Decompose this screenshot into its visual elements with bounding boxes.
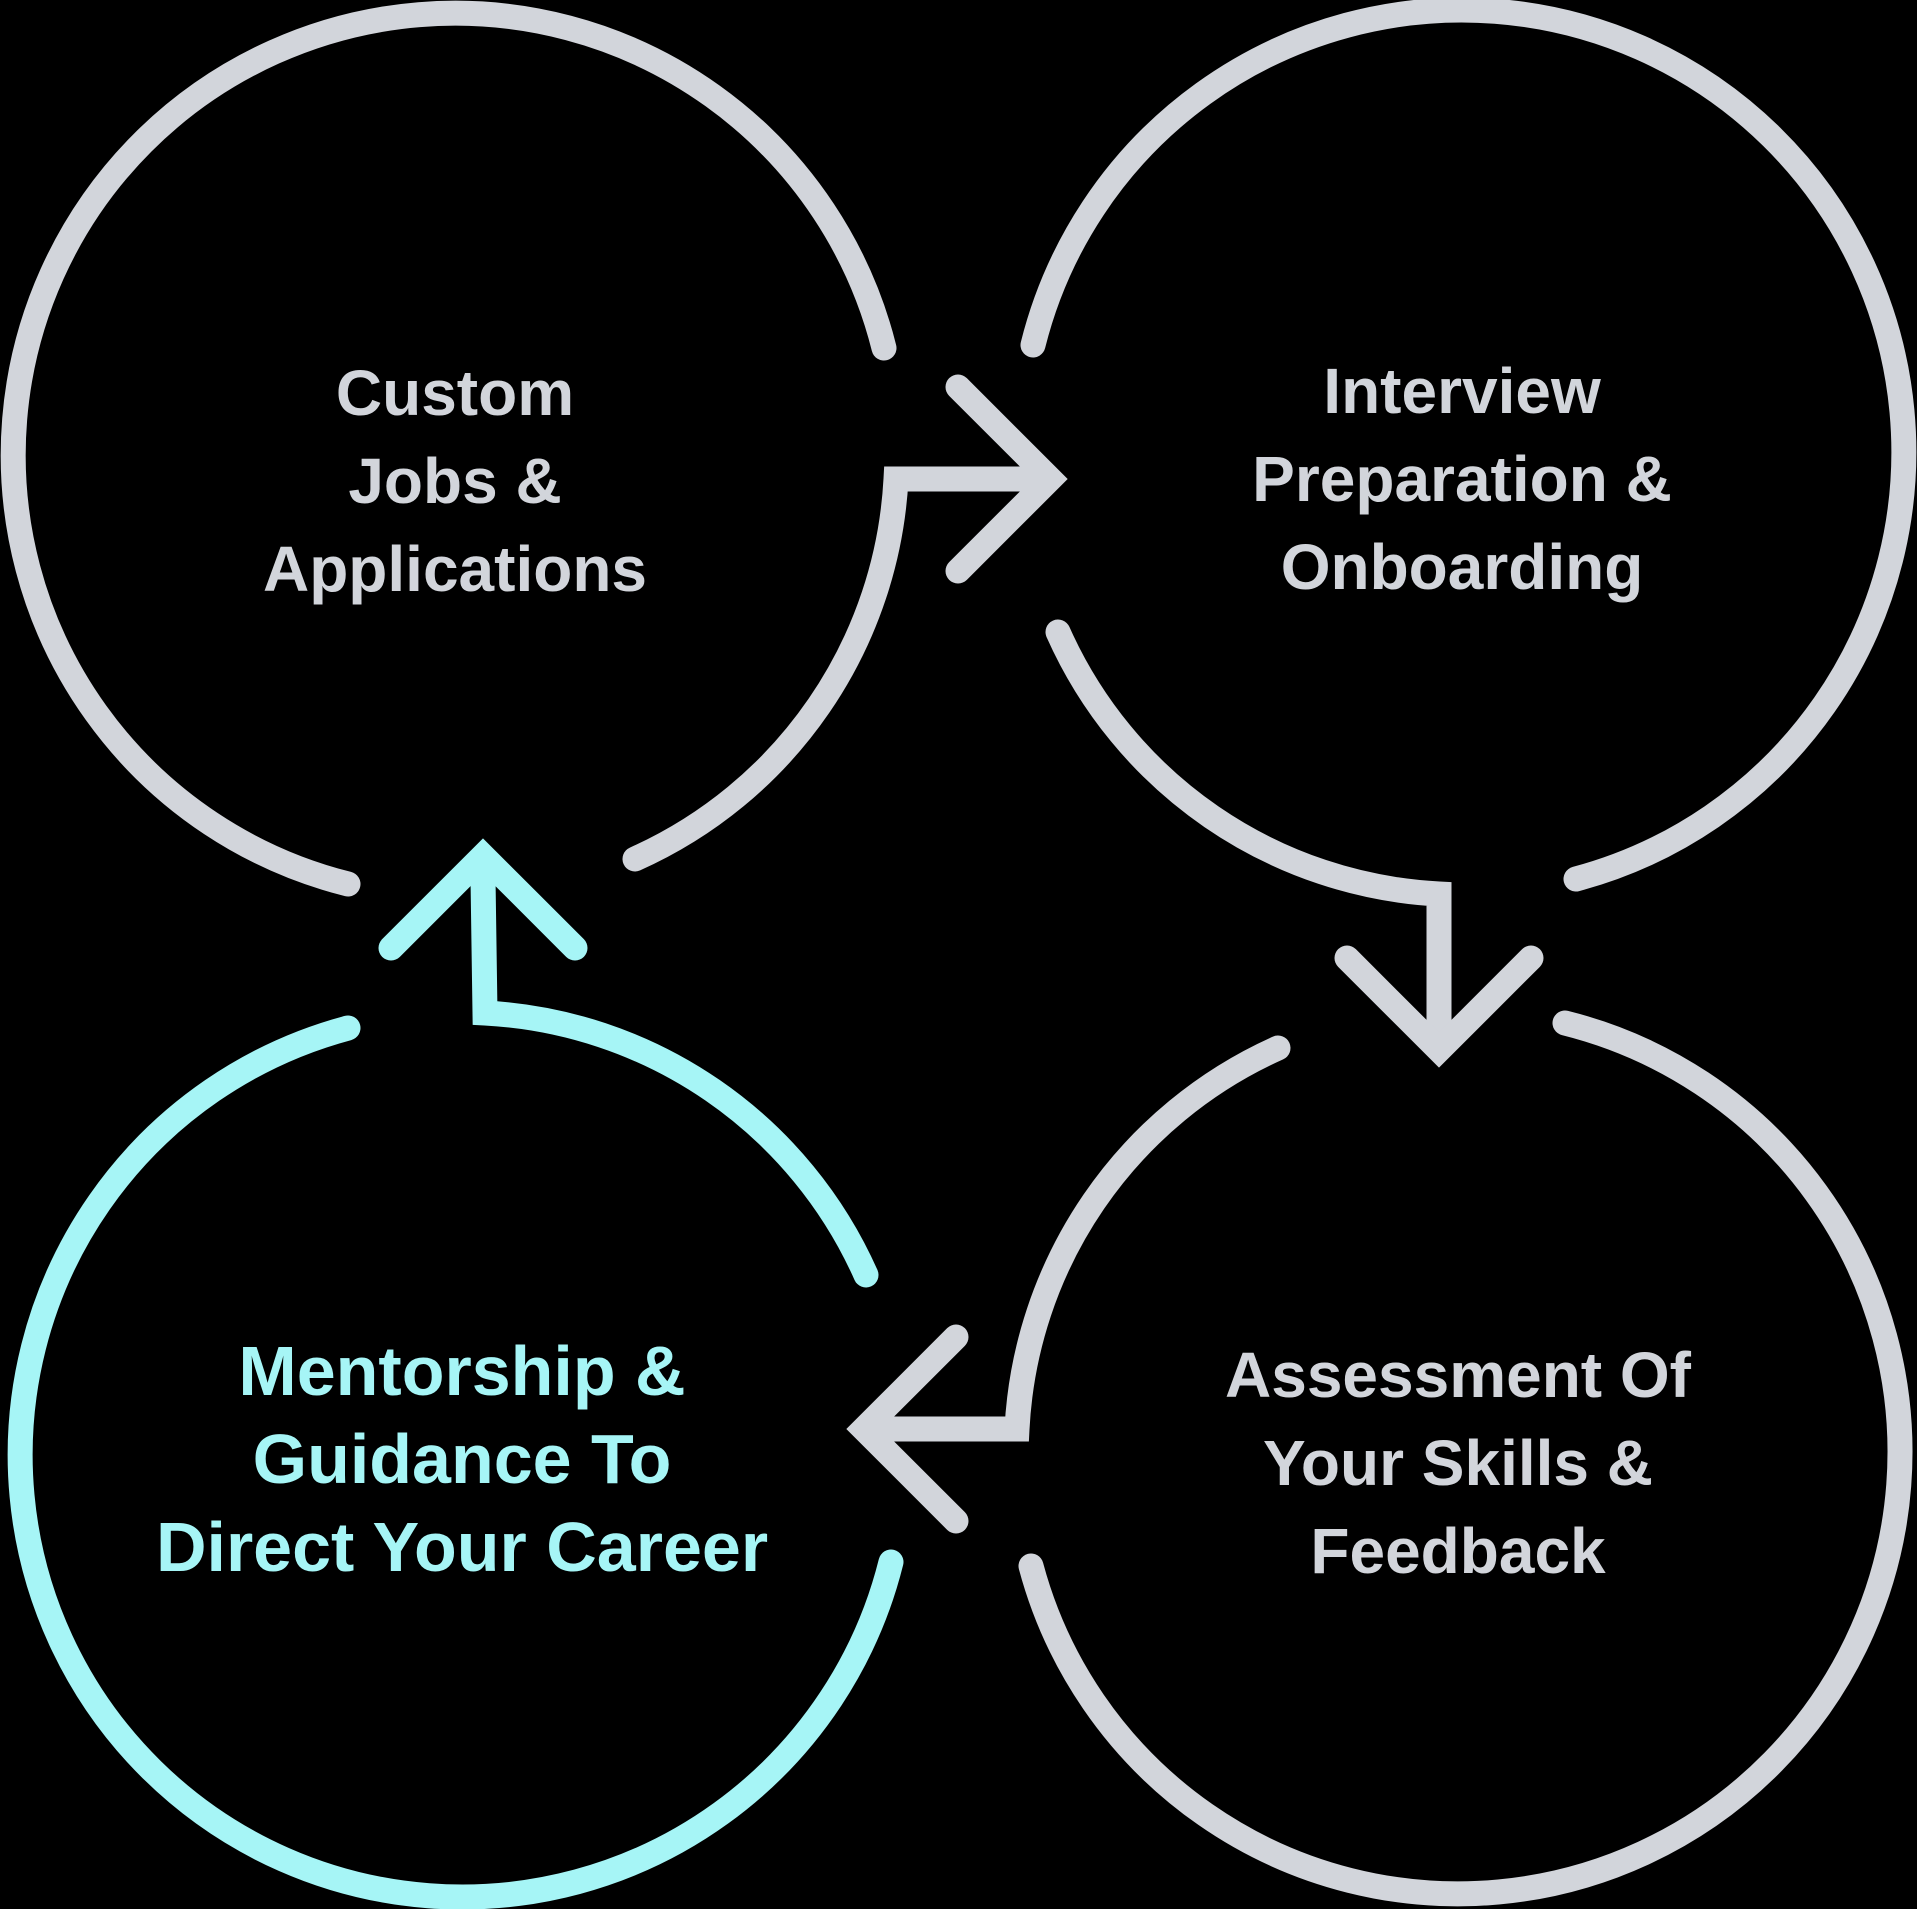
- arrow-interview-to-assessment: [1045, 619, 1544, 1068]
- node-interview-label-line1: Interview: [1323, 355, 1601, 427]
- arrow-up-tail: [470, 865, 879, 1288]
- node-assessment-label-line1: Assessment Of: [1225, 1339, 1692, 1411]
- node-interview-label-line3: Onboarding: [1281, 531, 1644, 603]
- node-mentorship-label-line2: Guidance To: [253, 1420, 672, 1498]
- node-assessment: Assessment Of Your Skills & Feedback: [1018, 1010, 1913, 1907]
- node-assessment-label-line2: Your Skills &: [1263, 1427, 1653, 1499]
- arrow-down-icon: [1334, 945, 1544, 1068]
- circle-custom-jobs: [0, 0, 897, 897]
- node-mentorship-label-line1: Mentorship &: [238, 1332, 685, 1410]
- arrow-right-tail: [622, 466, 1051, 872]
- node-custom-jobs-label-line3: Applications: [263, 533, 647, 605]
- arrow-assessment-to-mentorship: [846, 1035, 1291, 1534]
- arrow-left-icon: [846, 1324, 969, 1534]
- arrow-mentorship-to-custom: [378, 838, 879, 1288]
- arrow-custom-to-interview: [622, 374, 1068, 872]
- node-custom-jobs: Custom Jobs & Applications: [0, 0, 897, 897]
- arrow-right-icon: [945, 374, 1068, 584]
- node-assessment-label-line3: Feedback: [1310, 1515, 1606, 1587]
- arrow-up-icon: [378, 838, 588, 961]
- node-interview-label-line2: Preparation &: [1252, 443, 1672, 515]
- circle-assessment: [1018, 1010, 1913, 1907]
- node-custom-jobs-label-line1: Custom: [336, 357, 574, 429]
- node-mentorship: Mentorship & Guidance To Direct Your Car…: [7, 1015, 904, 1909]
- node-interview-preparation: Interview Preparation & Onboarding: [1020, 0, 1917, 892]
- arrow-down-tail: [1045, 619, 1452, 1041]
- circle-interview-preparation: [1020, 0, 1917, 892]
- node-mentorship-label-line3: Direct Your Career: [156, 1508, 768, 1586]
- node-custom-jobs-label-line2: Jobs &: [348, 445, 561, 517]
- circle-mentorship: [7, 1015, 904, 1909]
- arrow-left-tail: [863, 1035, 1291, 1442]
